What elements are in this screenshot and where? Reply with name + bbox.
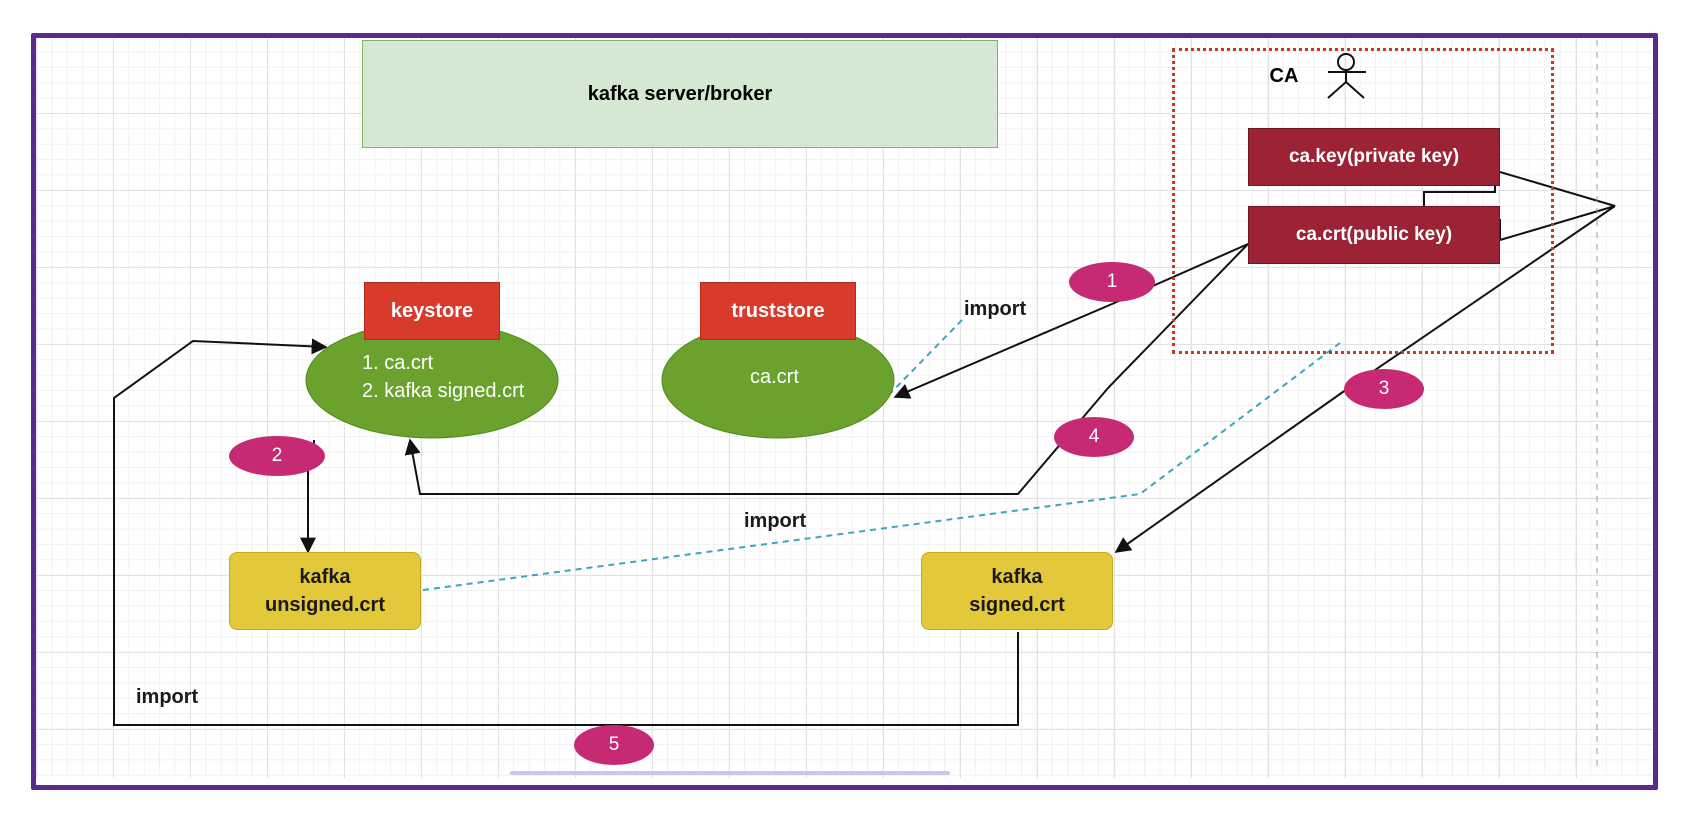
unsigned-import-dashed-line xyxy=(422,339,1345,591)
truststore-label: truststore xyxy=(731,299,825,322)
truststore-content: ca.crt xyxy=(750,366,799,388)
unsigned-crt-line-1: kafka xyxy=(299,566,351,588)
ca-key-box[interactable]: ca.key(private key) xyxy=(1248,128,1500,186)
truststore-label-box[interactable]: truststore xyxy=(700,282,856,340)
unsigned-crt-line-2: unsigned.crt xyxy=(264,594,385,616)
step-5-number: 5 xyxy=(608,734,620,755)
kafka-server-label: kafka server/broker xyxy=(587,82,773,105)
arrow-5-line xyxy=(113,338,1019,726)
step-3-badge[interactable] xyxy=(1344,369,1424,409)
signed-crt-line-2: signed.crt xyxy=(969,594,1065,616)
actor-icon xyxy=(1327,53,1366,99)
step-3-number: 3 xyxy=(1378,378,1390,399)
signed-import-label: import xyxy=(136,686,199,708)
step-1-badge[interactable] xyxy=(1069,262,1155,302)
kafka-unsigned-crt-box[interactable]: kafka unsigned.crt xyxy=(229,552,421,630)
unsigned-import-label: import xyxy=(744,510,807,532)
ca-key-to-vertex-line xyxy=(1499,171,1616,207)
step-1-number: 1 xyxy=(1106,271,1118,292)
kafka-signed-crt-box[interactable]: kafka signed.crt xyxy=(921,552,1113,630)
ca-region xyxy=(1172,48,1554,354)
ca-crt-box[interactable]: ca.crt(public key) xyxy=(1248,206,1500,264)
ca-key-label: ca.key(private key) xyxy=(1288,146,1460,167)
arrow-1-line xyxy=(893,243,1249,399)
arrow-4-line xyxy=(404,243,1249,495)
step-4-badge[interactable] xyxy=(1054,417,1134,457)
horizontal-scrollbar[interactable] xyxy=(510,771,950,775)
keystore-label-box[interactable]: keystore xyxy=(364,282,500,340)
signed-crt-line-1: kafka xyxy=(991,566,1043,588)
step-5-badge[interactable] xyxy=(574,725,654,765)
step-2-badge[interactable] xyxy=(229,436,325,476)
truststore-import-label: import xyxy=(964,298,1027,320)
diagram-frame xyxy=(31,33,1658,790)
ca-crt-label: ca.crt(public key) xyxy=(1295,224,1453,245)
keystore-item-1: 1. ca.crt xyxy=(362,352,434,374)
step-4-number: 4 xyxy=(1088,426,1100,447)
step-2-number: 2 xyxy=(271,445,283,466)
keystore-label: keystore xyxy=(390,299,474,322)
keystore-item-2: 2. kafka signed.crt xyxy=(362,380,525,402)
kafka-server-box[interactable]: kafka server/broker xyxy=(362,40,998,148)
ca-crt-to-vertex-line xyxy=(1499,205,1616,241)
ca-label: CA xyxy=(1269,64,1299,87)
arrow-3-line xyxy=(1114,205,1616,553)
